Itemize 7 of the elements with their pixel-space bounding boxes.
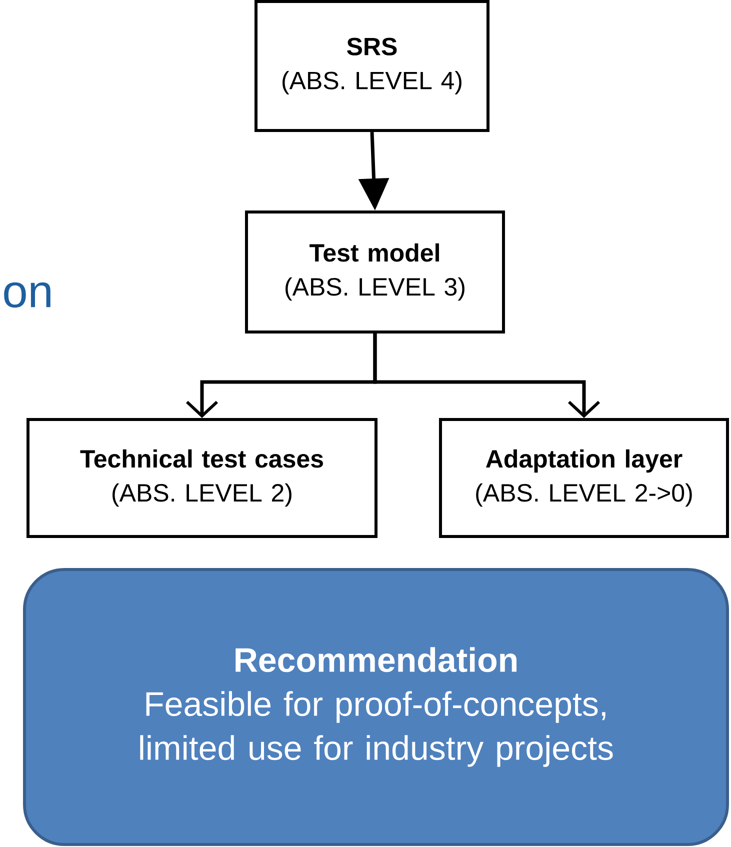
heading-fragment: on xyxy=(4,282,50,308)
process-box: Test model (ABS. LEVEL 3) xyxy=(245,210,505,334)
arrow xyxy=(373,334,600,418)
process-box: SRS (ABS. LEVEL 4) xyxy=(254,0,490,132)
process-box: Technical test cases (ABS. LEVEL 2) xyxy=(26,418,378,538)
recommendation-card: Recommendation Feasible for proof-of-concepts, limited use for industry projects xyxy=(23,568,729,846)
process-box: Adaptation layer (ABS. LEVEL 2->0) xyxy=(439,418,729,538)
